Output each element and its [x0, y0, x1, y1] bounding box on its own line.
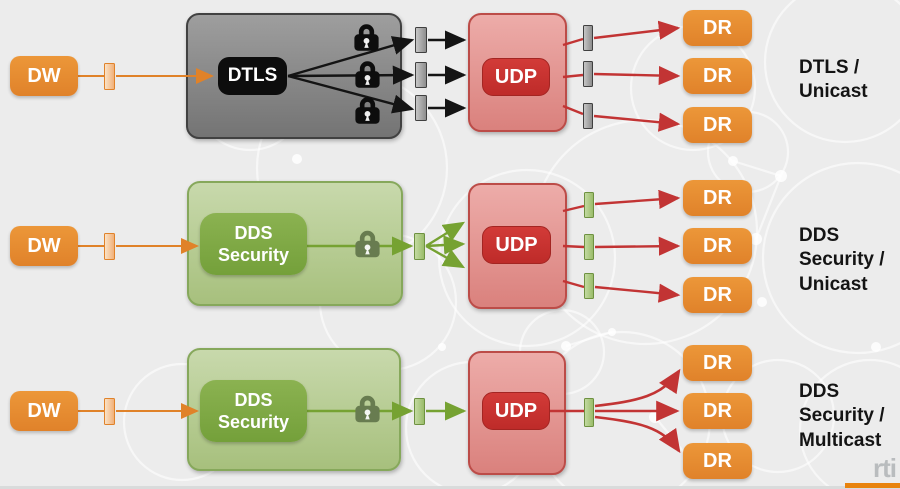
dtls-node: DTLS	[218, 57, 287, 95]
datareader-label: DR	[703, 351, 732, 374]
datareader-label: DR	[703, 113, 732, 136]
dds-security-node: DDS Security	[200, 380, 307, 442]
datareader-node: DR	[683, 180, 752, 216]
datawriter-label: DW	[27, 234, 61, 257]
datareader-node: DR	[683, 228, 752, 264]
dds-security-label: DDS Security	[217, 389, 290, 433]
port-connector	[415, 95, 427, 121]
datareader-label: DR	[703, 16, 732, 39]
datareader-node: DR	[683, 443, 752, 479]
dds-security-node: DDS Security	[200, 213, 307, 275]
padlock-icon	[352, 94, 383, 126]
writer-port	[104, 233, 115, 260]
datawriter-node: DW	[10, 56, 78, 96]
padlock-icon	[352, 392, 383, 425]
datawriter-label: DW	[27, 64, 61, 87]
padlock-icon	[352, 58, 383, 90]
datareader-label: DR	[703, 186, 732, 209]
port-connector	[584, 234, 594, 260]
writer-port	[104, 398, 115, 425]
dtls-label: DTLS	[227, 65, 278, 86]
datareader-node: DR	[683, 58, 752, 94]
writer-port	[104, 63, 115, 90]
port-connector	[414, 233, 425, 260]
rti-logo: rti	[873, 453, 897, 483]
udp-label: UDP	[495, 233, 538, 256]
port-connector	[584, 192, 594, 218]
datareader-label: DR	[703, 449, 732, 472]
rti-logo-bar	[845, 483, 900, 488]
port-connector	[414, 398, 425, 425]
datareader-label: DR	[703, 283, 732, 306]
port-connector	[415, 27, 427, 53]
row1-reader-arrows	[562, 20, 681, 132]
udp-label: UDP	[494, 399, 538, 422]
row3-caption: DDS Security / Multicast	[799, 381, 885, 451]
port-connector	[583, 61, 593, 87]
row3-multicast-arrows	[548, 368, 681, 454]
port-connector	[583, 103, 593, 129]
padlock-icon	[351, 21, 382, 53]
datareader-node: DR	[683, 10, 752, 46]
datareader-node: DR	[683, 107, 752, 143]
datareader-label: DR	[703, 64, 732, 87]
datareader-node: DR	[683, 345, 752, 381]
port-connector	[415, 62, 427, 88]
padlock-icon	[352, 227, 383, 260]
dds-security-label: DDS Security	[217, 222, 290, 266]
datawriter-label: DW	[27, 399, 61, 422]
udp-node: UDP	[482, 392, 550, 430]
datawriter-node: DW	[10, 226, 78, 266]
datareader-node: DR	[683, 393, 752, 429]
datareader-label: DR	[703, 399, 732, 422]
row1-caption: DTLS / Unicast	[799, 57, 868, 103]
port-connector	[584, 398, 594, 427]
port-connector	[583, 25, 593, 51]
udp-node: UDP	[482, 226, 551, 264]
datareader-label: DR	[703, 234, 732, 257]
udp-node: UDP	[482, 58, 550, 96]
port-connector	[584, 273, 594, 299]
row2-reader-arrows	[562, 189, 681, 303]
row2-caption: DDS Security / Unicast	[799, 225, 885, 295]
datawriter-node: DW	[10, 391, 78, 431]
datareader-node: DR	[683, 277, 752, 313]
udp-label: UDP	[494, 65, 538, 88]
